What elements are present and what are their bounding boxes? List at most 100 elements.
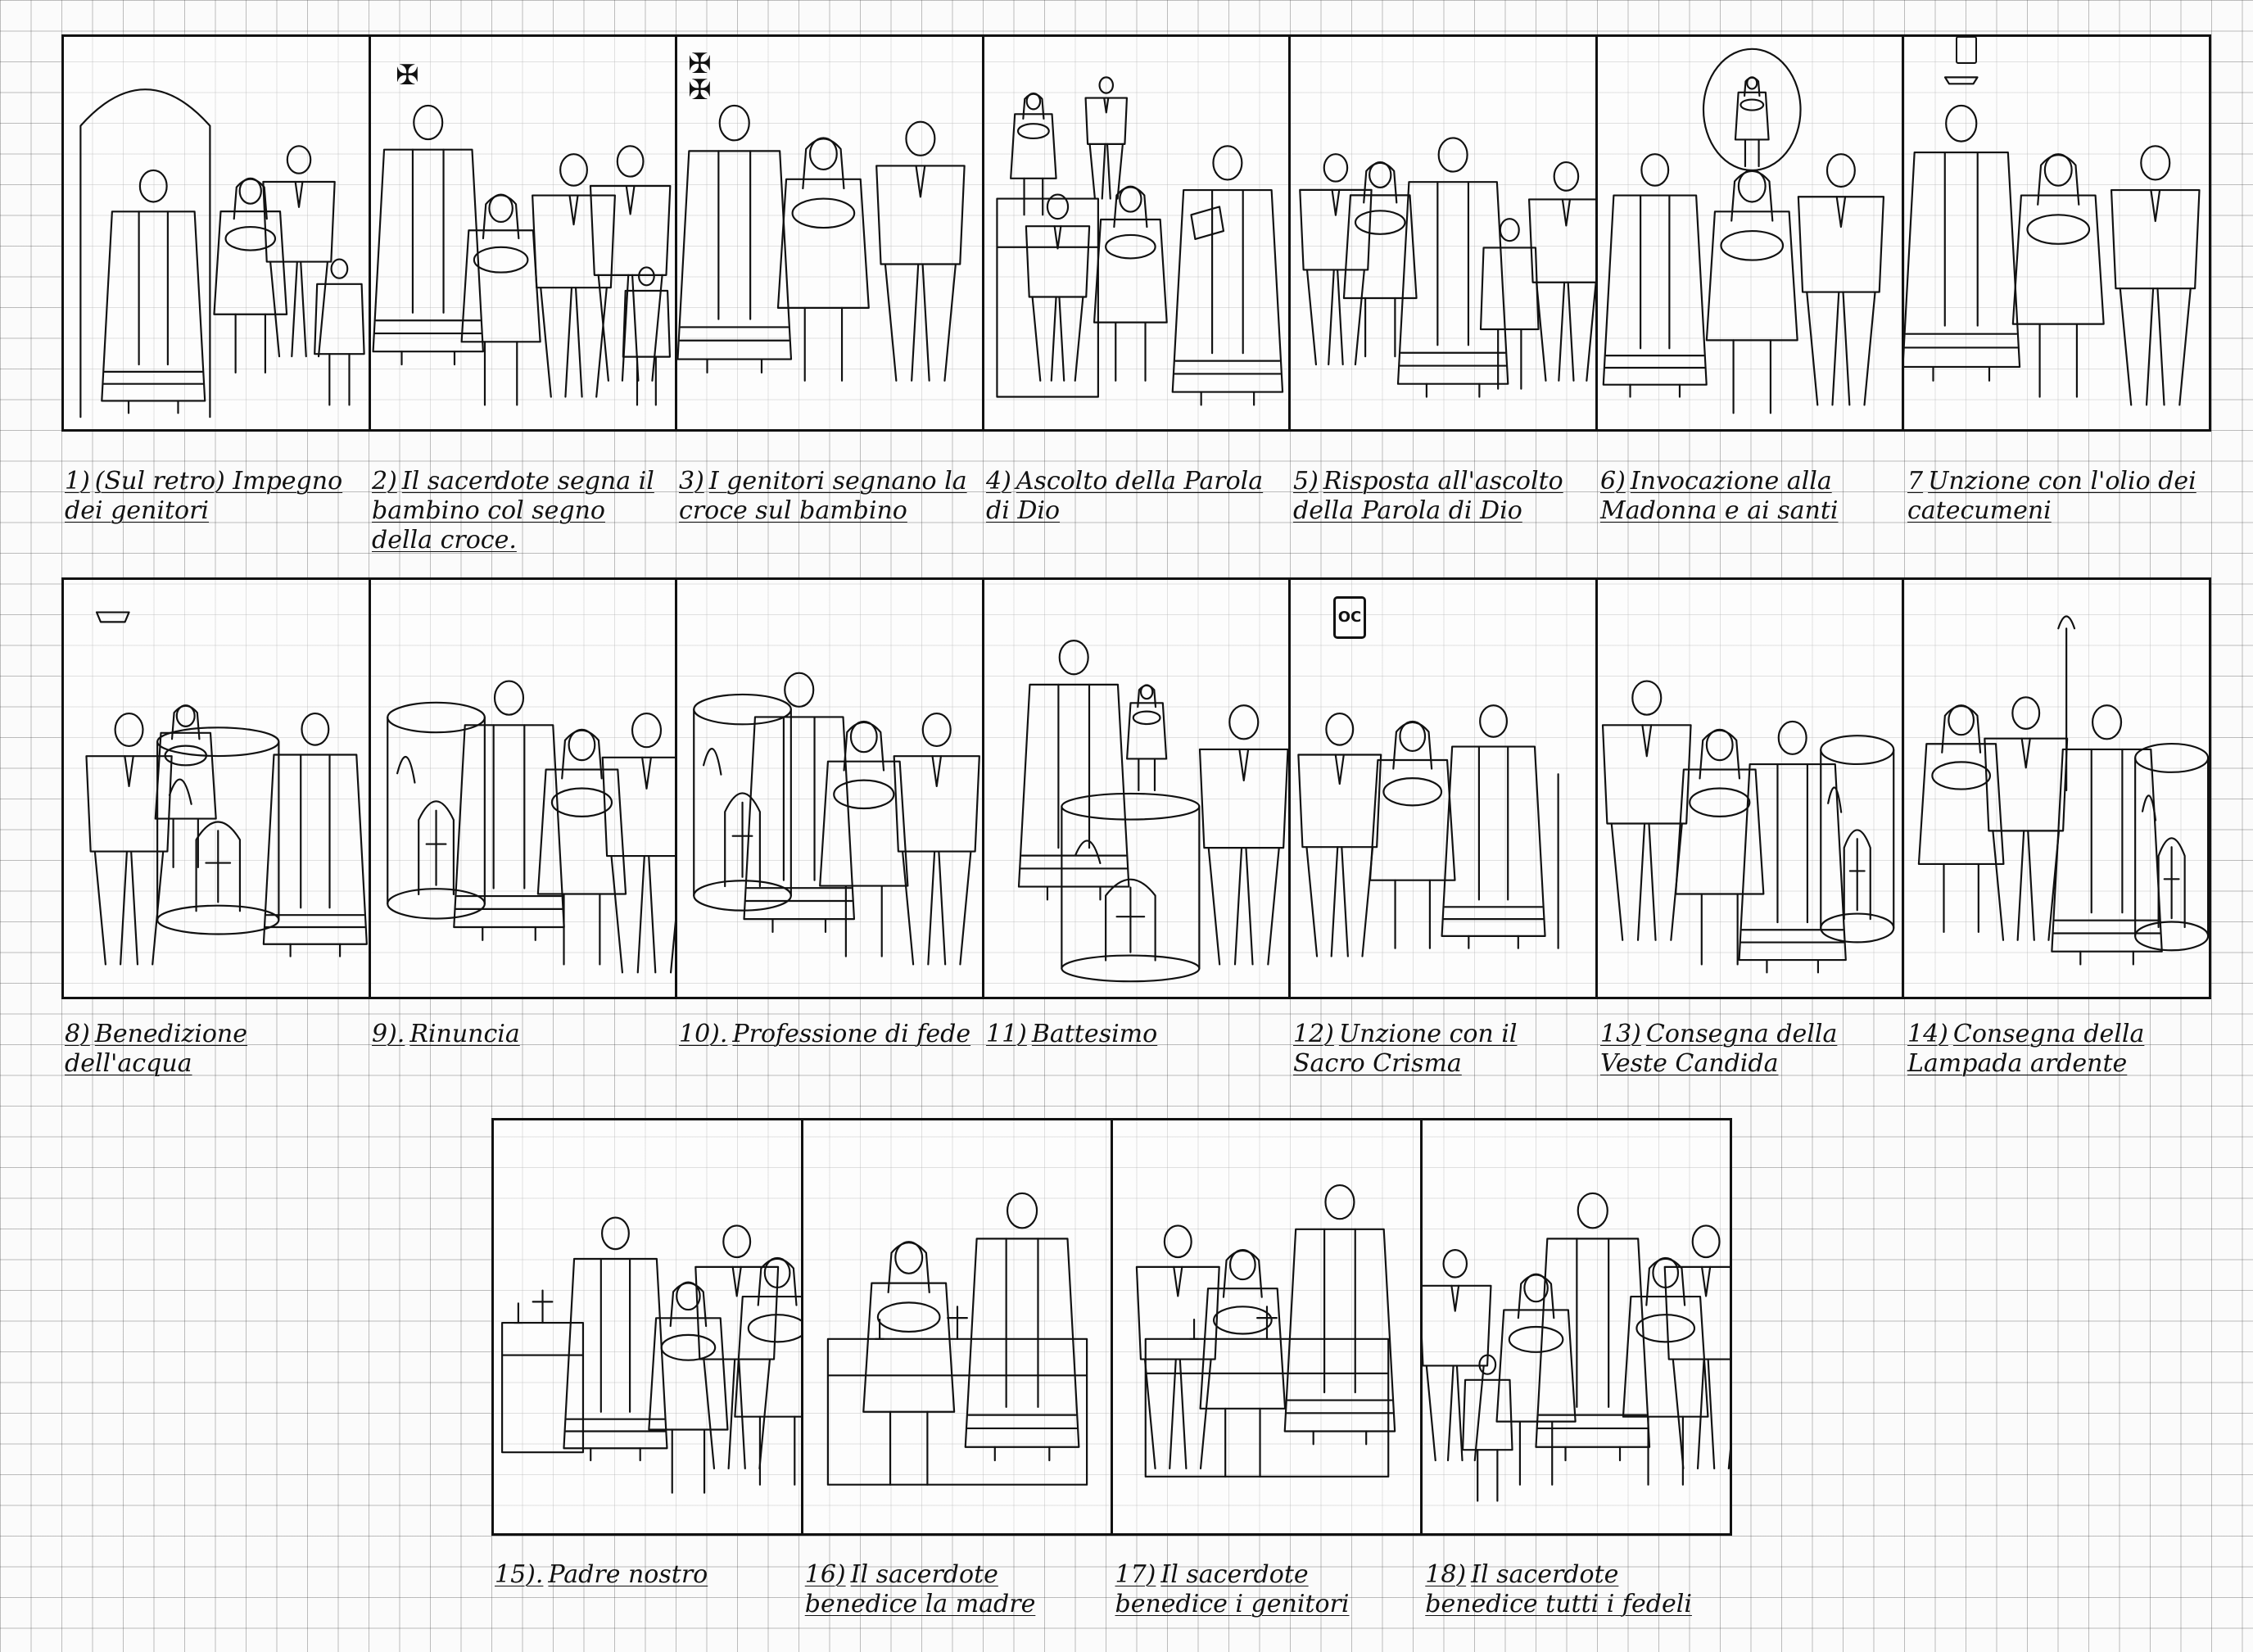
- caption-text: Unzione con l'olio dei catecumeni: [1907, 467, 2196, 525]
- woman-figure: [1495, 1273, 1577, 1486]
- baptismal-font-rim: [1820, 735, 1895, 766]
- caption-number: 7: [1907, 467, 1924, 496]
- caption-number: 13): [1600, 1020, 1641, 1048]
- caption-number: 6): [1600, 467, 1626, 496]
- caption-text: (Sul retro) Impegno dei genitori: [65, 467, 343, 525]
- woman-figure: [1009, 93, 1057, 216]
- baptismal-font-base: [1820, 912, 1895, 944]
- woman-figure: [734, 1256, 801, 1486]
- candle-icon: [1189, 1319, 1200, 1340]
- child-figure: [314, 258, 365, 406]
- caption-panel-16: 16)Il sacerdote benedice la madre: [805, 1560, 1109, 1619]
- oil-jar-label: OC: [1337, 609, 1362, 626]
- caption-text: Consegna della Lampada ardente: [1907, 1020, 2145, 1078]
- caption-panel-15: 15).Padre nostro: [495, 1560, 799, 1590]
- man-figure: [694, 1224, 780, 1470]
- madonna-figure: [1734, 76, 1770, 168]
- baptismal-font-base: [2134, 921, 2210, 952]
- caption-number: 8): [65, 1020, 90, 1048]
- baptismal-font-rim: [156, 726, 280, 758]
- priest-figure: [563, 1216, 668, 1462]
- cross-icon: ✠: [688, 74, 712, 106]
- cross-icon: ✠: [396, 59, 419, 92]
- caption-number: 2): [372, 467, 397, 496]
- man-figure: [601, 712, 676, 974]
- priest-figure: [1602, 153, 1708, 398]
- child-figure: [1480, 218, 1540, 390]
- man-figure: [262, 145, 336, 358]
- caption-text: Consegna della Veste Candida: [1600, 1020, 1838, 1078]
- caption-text: Il sacerdote benedice i genitori: [1115, 1560, 1350, 1618]
- pew: [996, 197, 1099, 398]
- altar: [1144, 1337, 1390, 1478]
- caption-panel-1: 1)(Sul retro) Impegno dei genitori: [65, 467, 365, 526]
- priest-figure: [262, 712, 368, 957]
- woman-figure: [1199, 1249, 1287, 1478]
- woman-figure: [1918, 704, 2005, 934]
- man-figure: [1299, 153, 1373, 366]
- caption-number: 4): [986, 467, 1011, 496]
- baptismal-font: [1820, 749, 1895, 930]
- caption-panel-3: 3)I genitori segnano la croce sul bambin…: [679, 467, 979, 526]
- baptismal-font: [693, 708, 793, 897]
- priest-figure: [1738, 720, 1847, 974]
- storyboard-row-1: [61, 34, 2211, 432]
- woman-figure: [819, 720, 909, 957]
- font-door: [1104, 878, 1156, 962]
- woman-figure: [1705, 169, 1798, 414]
- priest-figure: [1171, 145, 1283, 406]
- caption-number: 18): [1425, 1560, 1467, 1589]
- panel-8: [64, 580, 371, 997]
- panel-9: [371, 580, 678, 997]
- font-decoration: [168, 778, 192, 805]
- woman-figure: [460, 193, 541, 406]
- priest-figure: [1283, 1184, 1396, 1446]
- child-figure: [622, 266, 671, 406]
- caption-text: Benedizione dell'acqua: [65, 1020, 248, 1078]
- caption-text: Padre nostro: [548, 1560, 708, 1589]
- font-decoration: [703, 748, 722, 776]
- oil-jar-icon: [1956, 36, 1977, 64]
- caption-panel-9: 9).Rinuncia: [372, 1020, 672, 1049]
- font-decoration: [1074, 840, 1102, 865]
- caption-text: Ascolto della Parola di Dio: [986, 467, 1264, 525]
- panel-16: [803, 1120, 1113, 1533]
- font-door: [417, 800, 455, 896]
- woman-figure: [1093, 185, 1168, 382]
- caption-panel-10: 10).Professione di fede: [679, 1020, 979, 1049]
- man-figure: [1984, 696, 2069, 941]
- baptismal-font: [156, 740, 280, 921]
- panel-3: [677, 37, 984, 429]
- priest-figure: [1397, 137, 1509, 398]
- child-figure: [1461, 1354, 1513, 1502]
- panel-11: [984, 580, 1292, 997]
- woman-figure: [648, 1281, 729, 1494]
- caption-number: 14): [1907, 1020, 1948, 1048]
- man-figure: [1025, 193, 1090, 382]
- priest-figure: [1904, 104, 2021, 382]
- priest-figure: [743, 672, 856, 934]
- caption-text: Professione di fede: [732, 1020, 971, 1048]
- woman-figure: [1369, 720, 1456, 949]
- caption-text: Invocazione alla Madonna e ai santi: [1600, 467, 1839, 525]
- altar: [501, 1321, 585, 1454]
- priest-figure: [1441, 704, 1546, 949]
- caption-number: 11): [986, 1020, 1027, 1048]
- altar-cross-icon: [1256, 1306, 1278, 1340]
- baptismal-font-base: [1061, 954, 1201, 983]
- font-door: [2157, 837, 2187, 929]
- caption-text: Rinuncia: [409, 1020, 520, 1048]
- priest-figure: [1535, 1192, 1651, 1462]
- caption-text: Il sacerdote segna il bambino col segno …: [372, 467, 654, 554]
- woman-figure: [536, 728, 627, 966]
- woman-figure: [1125, 684, 1167, 792]
- baptismal-font: [386, 716, 486, 905]
- caption-panel-4: 4)Ascolto della Parola di Dio: [986, 467, 1287, 526]
- man-figure: [893, 712, 981, 966]
- panel-15: [494, 1120, 803, 1533]
- man-figure: [1797, 153, 1884, 406]
- man-figure: [1084, 76, 1128, 200]
- candle-icon: [513, 1302, 523, 1324]
- priest-figure: [101, 169, 206, 414]
